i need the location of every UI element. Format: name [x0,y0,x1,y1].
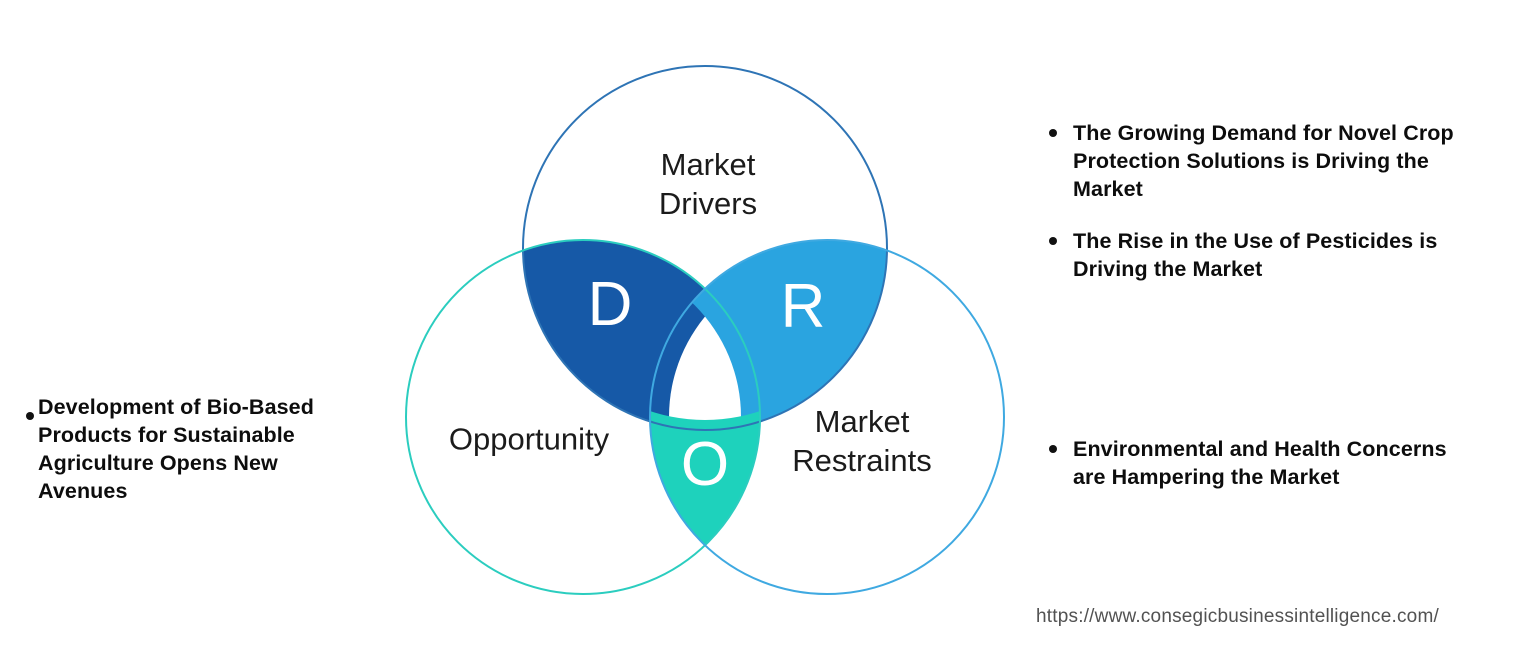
right-note-2-bullet-icon [1049,237,1057,245]
opportunity-label: Opportunity [448,421,610,457]
market-restraints-label: Market Restraints [792,402,932,480]
market-drivers-label-line1: Market [660,147,756,182]
market-drivers-label-line2: Drivers [658,186,758,221]
right-note-1-bullet-icon [1049,129,1057,137]
left-note-bullet-icon [26,412,34,420]
source-url: https://www.consegicbusinessintelligence… [1036,606,1439,627]
right-note-1-line: The Growing Demand for Novel Crop [1073,121,1454,145]
right-note-3-line: Environmental and Health Concerns [1073,437,1447,461]
left-note-line: Products for Sustainable [38,423,295,447]
right-note-2-line: Driving the Market [1073,257,1263,281]
right-note-1-line: Market [1073,177,1143,201]
opportunity-letter: O [680,429,730,499]
right-note-2-line: The Rise in the Use of Pesticides is [1073,229,1438,253]
right-note-3-line: are Hampering the Market [1073,465,1340,489]
right-note-1: The Growing Demand for Novel Crop Protec… [1073,119,1454,203]
left-note-line: Avenues [38,479,128,503]
restraints-circle-outline [649,239,1005,595]
left-note-line: Agriculture Opens New [38,451,278,475]
drivers-letter: D [587,269,633,339]
opportunity-circle-outline [405,239,761,595]
right-note-3-bullet-icon [1049,445,1057,453]
drivers-circle-outline [522,65,888,431]
left-note: Development of Bio-Based Products for Su… [38,393,314,505]
market-drivers-label: Market Drivers [659,145,757,223]
market-restraints-label-line2: Restraints [792,443,932,478]
restraints-letter: R [780,271,826,341]
right-note-3: Environmental and Health Concerns are Ha… [1073,435,1447,491]
left-note-line: Development of Bio-Based [38,395,314,419]
market-restraints-label-line1: Market [814,404,910,439]
right-note-1-line: Protection Solutions is Driving the [1073,149,1429,173]
right-note-2: The Rise in the Use of Pesticides is Dri… [1073,227,1437,283]
opportunity-petal-fill [406,240,760,594]
